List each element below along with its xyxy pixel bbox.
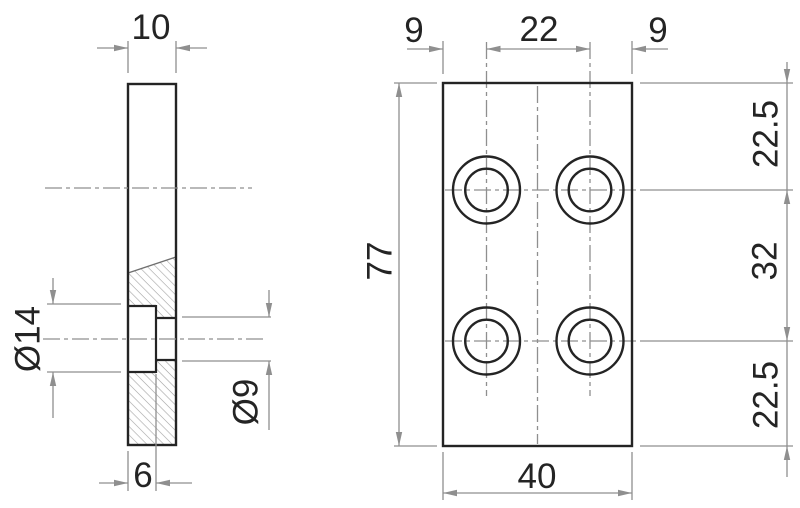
arrowhead	[429, 45, 443, 53]
arrowhead	[49, 372, 57, 386]
front-view-dimensions: 9 22 9 77 22.5 32 22.5 40	[361, 10, 793, 500]
arrowhead	[176, 44, 190, 52]
hole-bottom-right-counterbore	[555, 306, 625, 376]
arrowhead	[395, 83, 403, 97]
hole-bottom-left-bore	[464, 318, 510, 364]
arrowhead	[783, 327, 791, 341]
dim-label-plate-height: 77	[361, 242, 400, 281]
arrowhead	[114, 479, 128, 487]
section-hatch-lower	[128, 360, 176, 444]
arrowhead	[156, 479, 170, 487]
hole-bottom-right-bore	[567, 318, 613, 364]
plate-outline-side	[126, 82, 178, 447]
hole-top-right-counterbore	[555, 155, 625, 225]
arrowhead	[443, 489, 457, 497]
hole-top-right-bore	[567, 167, 613, 213]
dim-label-row-spacing: 32	[746, 242, 785, 281]
hole-top-left-counterbore	[451, 155, 522, 225]
front-view	[441, 42, 637, 448]
arrowhead	[618, 489, 632, 497]
arrowhead	[783, 446, 791, 460]
section-hatch-upper	[128, 257, 176, 318]
dim-label-counterbore-diameter: Ø14	[9, 306, 48, 372]
dim-label-hole-diameter: Ø9	[227, 379, 266, 426]
arrowhead	[632, 45, 646, 53]
dim-label-top-offset: 22.5	[747, 100, 786, 168]
arrowhead	[49, 290, 57, 304]
hole-bottom-left-counterbore	[451, 306, 522, 376]
arrowhead	[486, 45, 501, 53]
plate-outline-front	[441, 81, 634, 448]
arrowhead	[395, 432, 403, 446]
side-view-dimensions: 10 6 Ø14 Ø9	[9, 8, 273, 495]
dim-label-left-margin: 9	[404, 11, 423, 50]
arrowhead	[783, 190, 791, 204]
break-line	[127, 256, 177, 274]
dim-label-hole-spacing: 22	[520, 10, 559, 49]
dim-label-right-margin: 9	[648, 11, 667, 50]
dim-label-bottom-offset: 22.5	[747, 361, 786, 429]
dim-label-thickness: 10	[132, 8, 171, 47]
arrowhead	[783, 69, 791, 83]
arrowhead	[265, 361, 273, 375]
dim-label-counterbore-depth: 6	[133, 456, 152, 495]
arrowhead	[114, 44, 128, 52]
arrowhead	[265, 303, 273, 317]
dim-label-plate-width: 40	[518, 457, 557, 496]
side-section-view	[43, 82, 263, 447]
hole-top-left-bore	[464, 167, 510, 213]
arrowhead	[576, 45, 590, 53]
